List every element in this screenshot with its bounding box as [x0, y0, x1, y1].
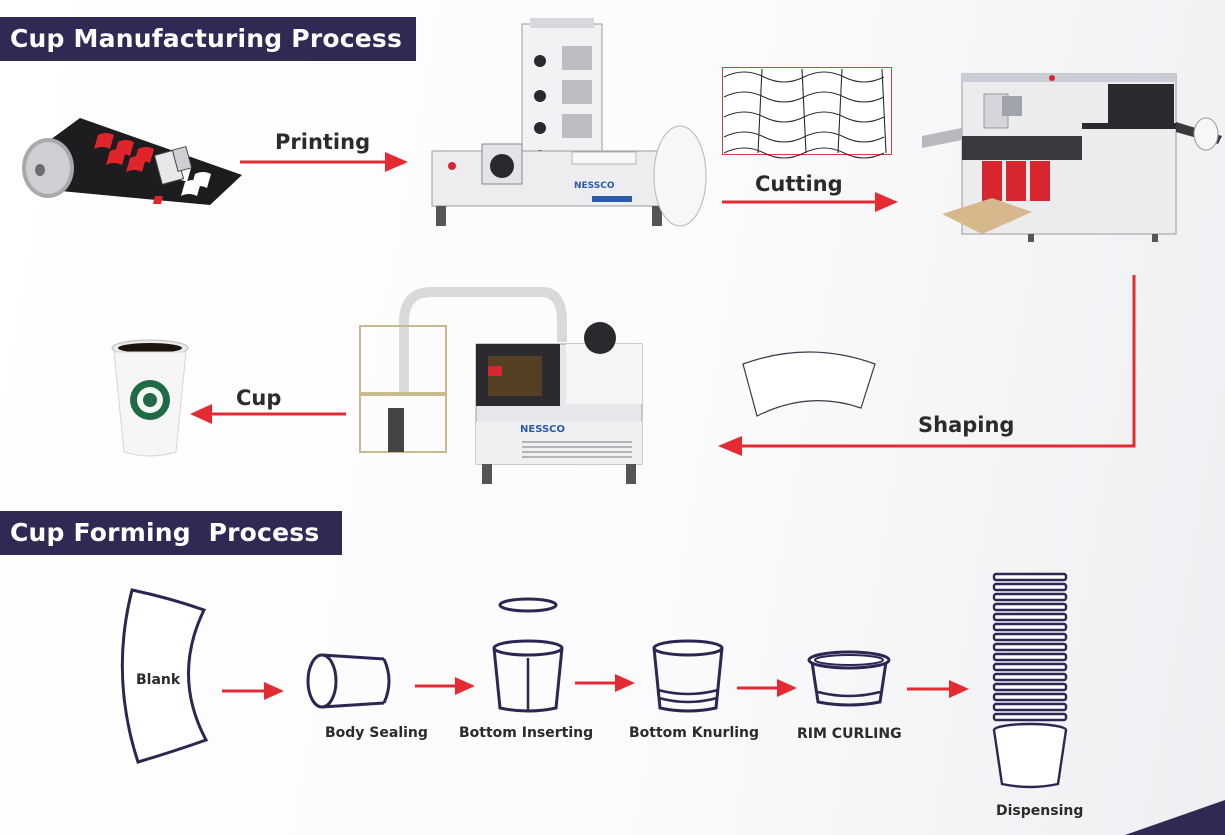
cup-forming-machine-illustration: NESSCO: [359, 287, 643, 484]
forming-section-title: Cup Forming Process: [0, 511, 342, 555]
forming-stage-rim-curling: RIM CURLING: [797, 726, 902, 742]
forming-dispensing-stack-shape: [992, 572, 1068, 789]
forming-blank-shape: [120, 588, 209, 764]
forming-bottom-knurling-shape: [652, 639, 724, 713]
forming-stage-bottom-inserting: Bottom Inserting: [459, 725, 594, 741]
forming-stage-bottom-knurling: Bottom Knurling: [629, 725, 760, 741]
arrow-cutting: [722, 192, 898, 212]
forming-arrow-5: [907, 680, 969, 698]
forming-body-sealing-shape: [306, 653, 391, 709]
step-label-shaping: Shaping: [918, 413, 1015, 437]
arrow-cup: [190, 404, 346, 424]
paper-roll-illustration: [22, 118, 242, 205]
arrow-shaping: [718, 275, 1136, 456]
forming-rim-curling-shape: [807, 650, 891, 707]
blank-sheet-illustration: [722, 67, 892, 159]
step-label-cup: Cup: [236, 386, 282, 410]
printer-brand-text: NESSCO: [574, 181, 615, 191]
forming-arrow-1: [222, 682, 284, 700]
forming-stage-blank: Blank: [136, 672, 181, 688]
die-cutting-machine-illustration: [922, 73, 1222, 242]
step-label-cutting: Cutting: [755, 172, 843, 196]
arrow-printing: [240, 152, 408, 172]
forming-stage-body-sealing: Body Sealing: [325, 725, 428, 741]
forming-arrow-2: [415, 677, 475, 695]
finished-cup-illustration: [111, 339, 189, 457]
former-brand-text: NESSCO: [520, 424, 565, 435]
forming-arrow-4: [737, 679, 797, 697]
printing-machine-illustration: NESSCO: [431, 18, 707, 227]
cut-blank-illustration: [742, 351, 876, 417]
manufacturing-section-title: Cup Manufacturing Process: [0, 17, 416, 61]
corner-accent-triangle: [1125, 800, 1225, 835]
forming-stage-dispensing: Dispensing: [996, 803, 1084, 819]
forming-bottom-inserting-shape: [492, 639, 564, 713]
forming-bottom-disc-shape: [498, 597, 558, 613]
forming-arrow-3: [575, 674, 635, 692]
step-label-printing: Printing: [275, 130, 371, 154]
